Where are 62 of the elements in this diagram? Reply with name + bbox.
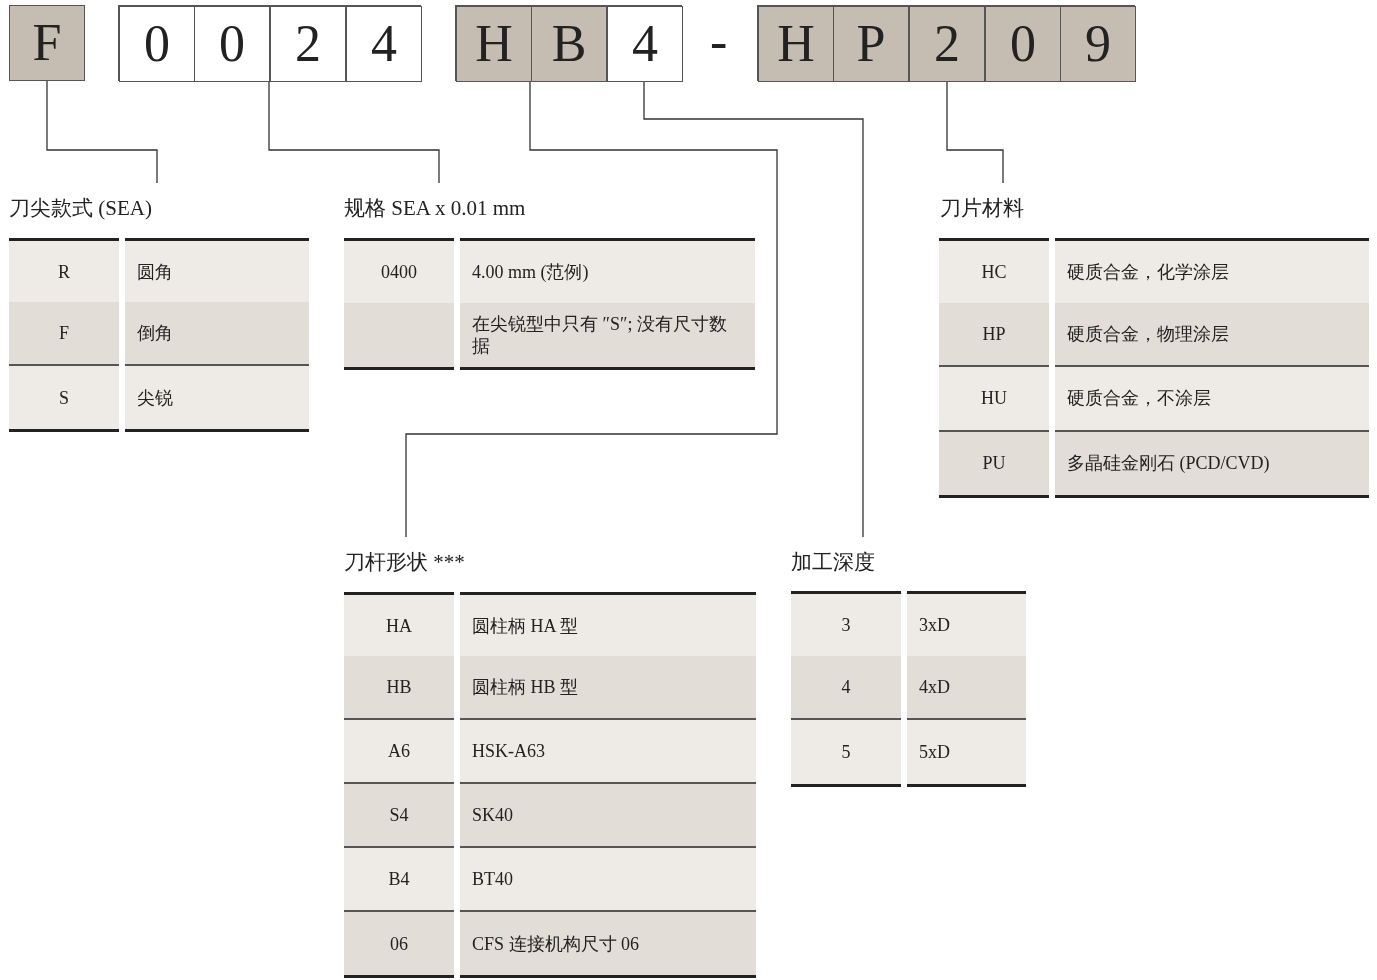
code-group-frame	[455, 5, 682, 81]
table-cell: 圆柱柄 HA 型	[460, 592, 756, 658]
leader-line	[46, 80, 158, 184]
table-cell: 多晶硅金刚石 (PCD/CVD)	[1055, 431, 1369, 498]
section-heading: 刀杆形状 ***	[344, 549, 465, 575]
leader-line	[946, 81, 1004, 184]
table-cell: 06	[344, 912, 454, 978]
table-cell: 0400	[344, 238, 454, 305]
code-character-box: 0	[194, 6, 270, 82]
section-heading: 刀尖款式 (SEA)	[9, 195, 152, 221]
table-cell: HB	[344, 656, 454, 720]
table-cell: BT40	[460, 848, 756, 912]
table-cell: 尖锐	[125, 366, 309, 432]
section-heading: 加工深度	[791, 549, 875, 575]
table-cell: 4xD	[907, 655, 1026, 720]
table-cell: 圆角	[125, 238, 309, 304]
table-cell: 3	[791, 591, 901, 658]
code-character-box: H	[758, 6, 834, 82]
table-cell: A6	[344, 720, 454, 784]
table-cell: 硬质合金，物理涂层	[1055, 302, 1369, 367]
table-cell: 圆柱柄 HB 型	[460, 656, 756, 720]
table-cell: 4.00 mm (范例)	[460, 238, 755, 305]
table-cell: HP	[939, 302, 1049, 367]
table-cell: 硬质合金，化学涂层	[1055, 238, 1369, 305]
table-cell: F	[9, 302, 119, 366]
code-character-box: P	[833, 6, 909, 82]
table-cell: B4	[344, 848, 454, 912]
table-cell: 3xD	[907, 591, 1026, 658]
code-character-box: F	[9, 5, 85, 81]
code-character-box: 9	[1060, 6, 1136, 82]
separator-dash: -	[710, 14, 728, 70]
table-cell: 5	[791, 720, 901, 787]
section-heading: 规格 SEA x 0.01 mm	[344, 195, 526, 221]
code-character-box: 0	[119, 6, 195, 82]
code-character-box: 2	[270, 6, 346, 82]
code-group-frame	[757, 5, 1135, 81]
leader-line	[405, 80, 778, 538]
table-cell: 5xD	[907, 720, 1026, 787]
table-cell: S	[9, 366, 119, 432]
code-character-box: 4	[607, 6, 683, 82]
table-cell: HA	[344, 592, 454, 658]
leader-line	[268, 80, 440, 184]
table-cell: R	[9, 238, 119, 304]
table-cell: 硬质合金，不涂层	[1055, 367, 1369, 432]
section-heading: 刀片材料	[940, 195, 1024, 221]
leader-line	[643, 81, 864, 538]
code-character-box: H	[456, 6, 532, 82]
table-cell: S4	[344, 784, 454, 848]
code-character-box: 2	[909, 6, 985, 82]
code-group-frame	[118, 5, 421, 81]
table-cell: 在尖锐型中只有 ″S″; 没有尺寸数据	[460, 303, 755, 370]
code-character-box: 4	[346, 6, 422, 82]
code-character-box: B	[531, 6, 607, 82]
table-cell: PU	[939, 431, 1049, 498]
table-cell: HU	[939, 367, 1049, 432]
table-cell: 倒角	[125, 302, 309, 366]
table-cell: HC	[939, 238, 1049, 305]
table-cell: SK40	[460, 784, 756, 848]
code-character-box: 0	[985, 6, 1061, 82]
table-cell: HSK-A63	[460, 720, 756, 784]
table-cell: 4	[791, 655, 901, 720]
table-cell: CFS 连接机构尺寸 06	[460, 912, 756, 978]
